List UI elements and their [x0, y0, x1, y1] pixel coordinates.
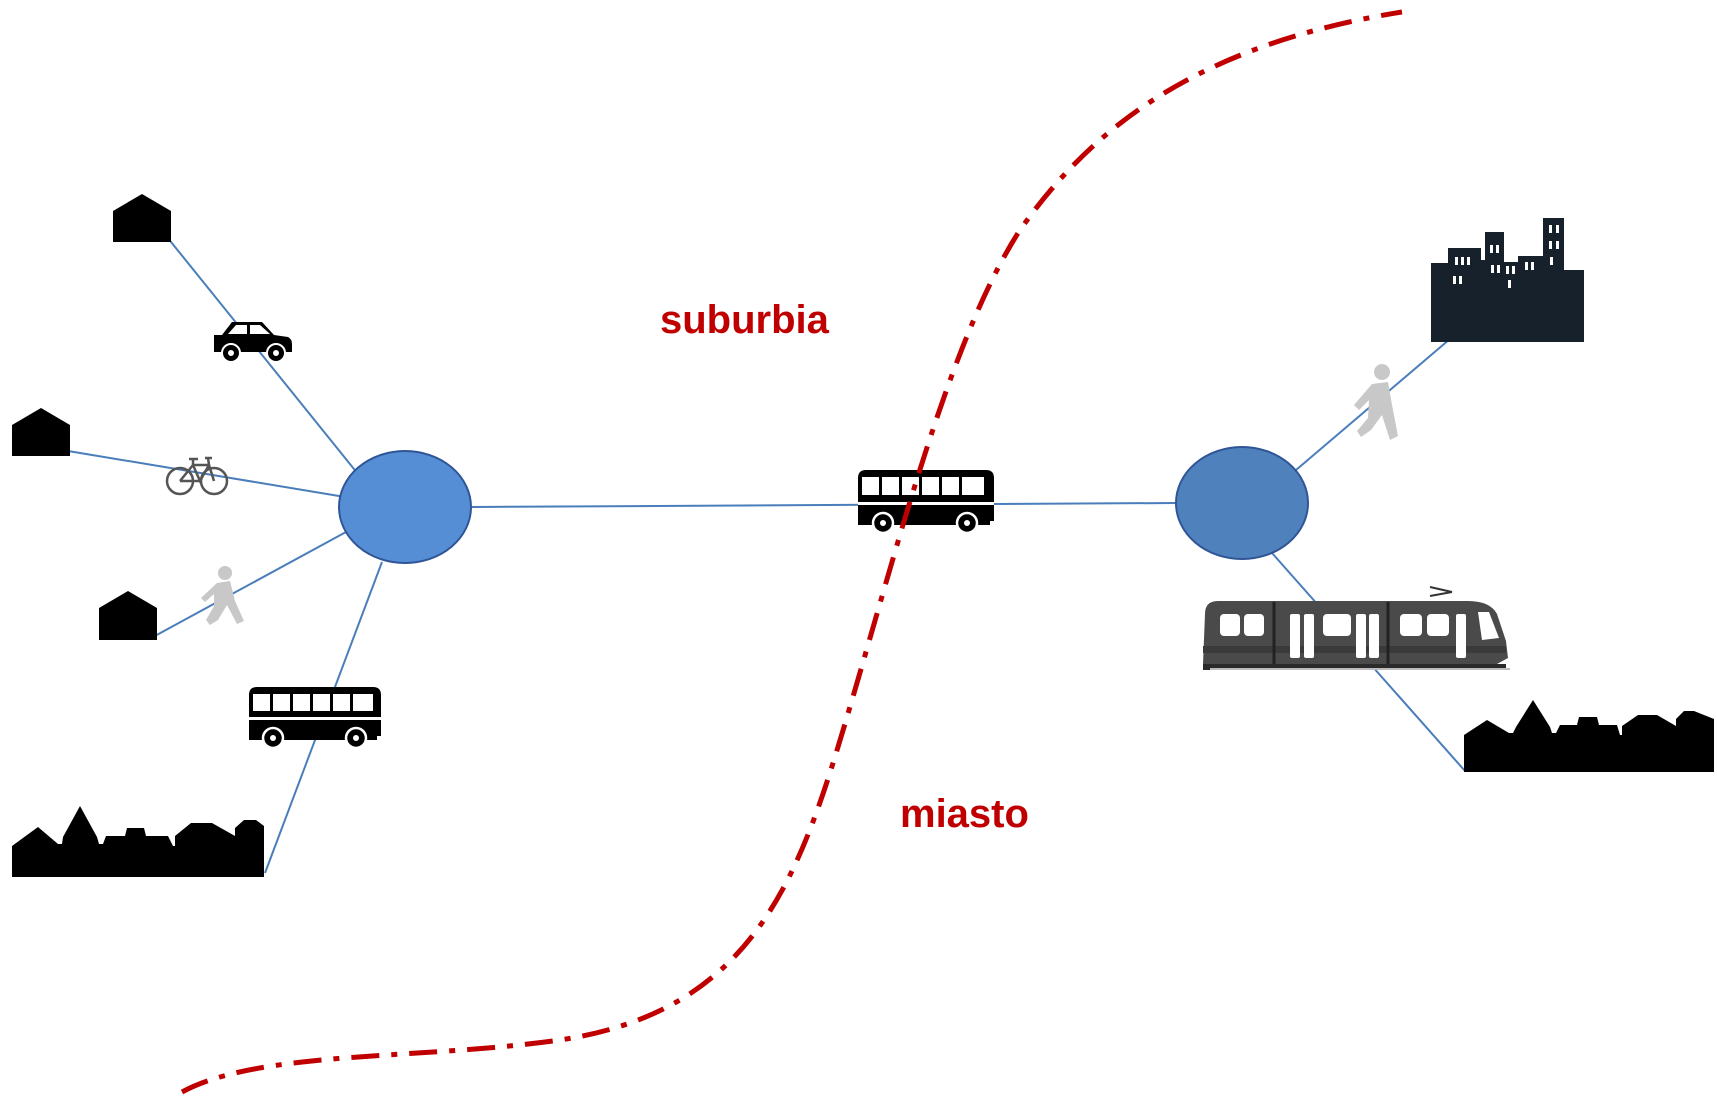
line-house2-hub: [67, 450, 346, 498]
house-icon: [99, 591, 157, 640]
bus-icon: [249, 687, 381, 750]
pedestrian-icon: [201, 566, 244, 625]
pedestrian-icon: [1354, 364, 1398, 440]
bus-icon: [858, 470, 994, 535]
line-house1-hub: [166, 236, 359, 475]
house-icon: [12, 408, 70, 456]
city-skyline-icon: [1431, 218, 1584, 342]
suburbia-zone-label: suburbia: [660, 298, 830, 342]
town-skyline-icon: [12, 806, 264, 877]
line-hub-to-hub: [471, 502, 1177, 508]
car-icon: [214, 322, 292, 363]
line-house3-hub: [152, 531, 347, 638]
bicycle-icon: [165, 456, 229, 496]
city-hub-node: [1175, 446, 1309, 560]
house-icon: [113, 194, 171, 242]
suburban-hub-node: [338, 450, 472, 564]
city-zone-label: miasto: [900, 792, 1029, 836]
suburb-city-boundary-line: [180, 9, 1403, 1095]
town-skyline-icon: [1464, 700, 1714, 772]
tram-icon: [1203, 586, 1510, 670]
